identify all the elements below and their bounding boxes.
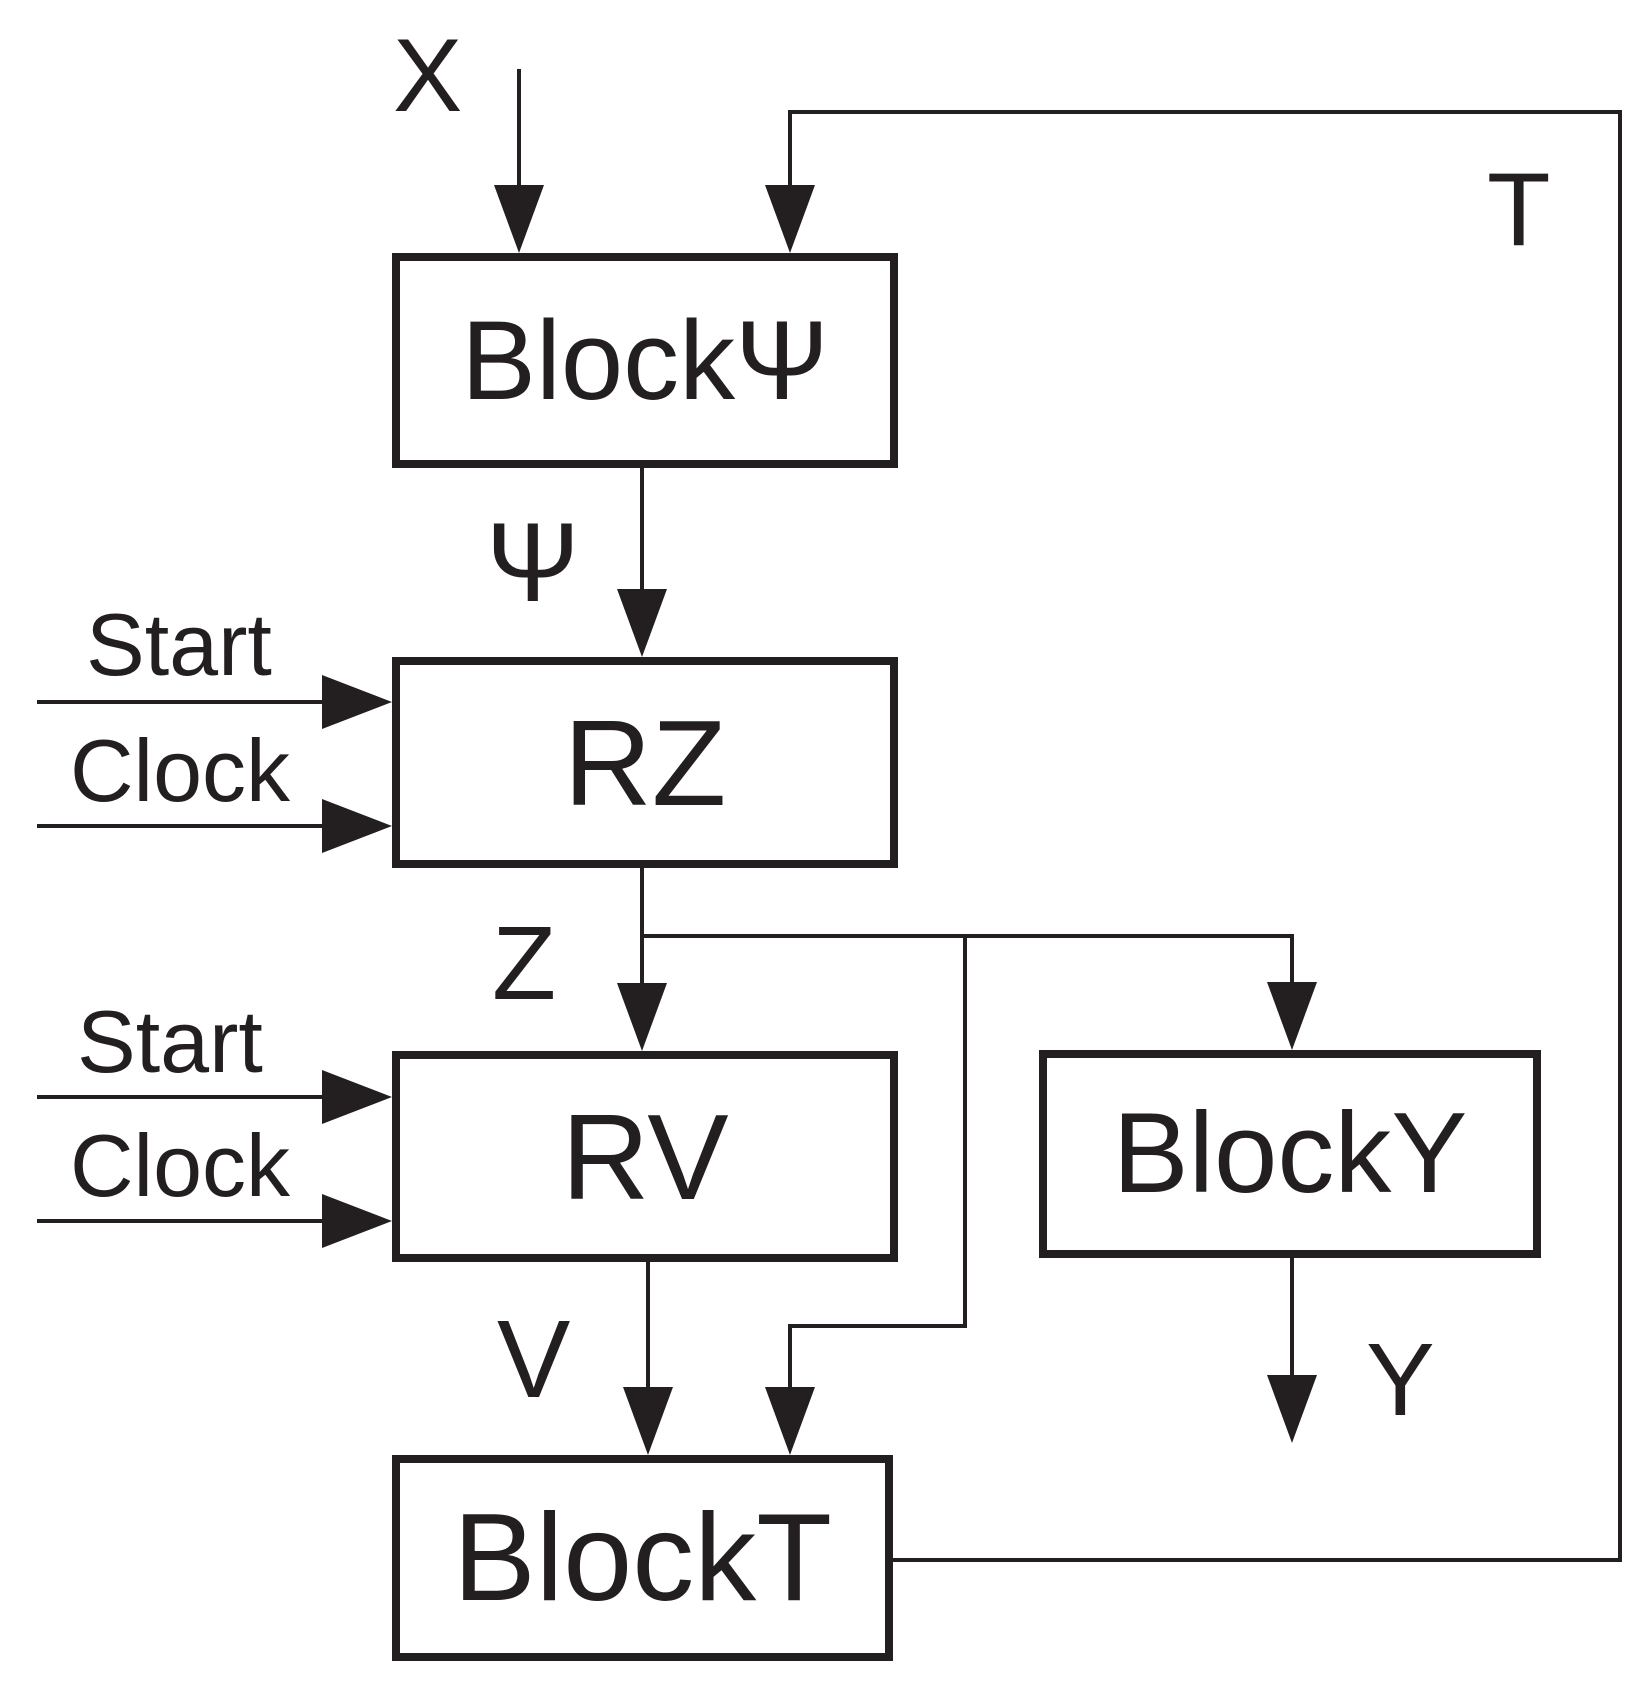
block-psi-label: BlockΨ	[461, 297, 829, 423]
connector-z-to-blockt-drop	[963, 934, 967, 1328]
arrowhead-v-into-block-t	[623, 1387, 673, 1455]
connector-t-top	[788, 110, 1622, 114]
signal-label-clock-rv: Clock	[70, 1116, 291, 1215]
arrowhead-y-output	[1267, 1375, 1317, 1443]
connector-z-branch	[640, 934, 1294, 938]
signal-label-start-rv: Start	[77, 992, 263, 1091]
signal-label-y: Y	[1366, 1322, 1435, 1437]
connector-x-input	[517, 69, 521, 189]
arrowhead-z-into-block-y	[1267, 982, 1317, 1050]
signal-label-psi: Ψ	[486, 500, 580, 625]
block-psi: BlockΨ	[392, 253, 898, 468]
arrowhead-psi-into-rz	[617, 589, 667, 657]
connector-t-drop	[788, 112, 792, 189]
connector-t-bottom	[893, 1558, 1622, 1562]
arrowhead-z-into-block-t	[765, 1387, 815, 1455]
connector-z-main	[640, 868, 644, 985]
block-t: BlockT	[392, 1455, 893, 1661]
block-rv: RV	[392, 1051, 898, 1262]
connector-clock-rz	[37, 824, 324, 828]
block-y: BlockY	[1039, 1050, 1541, 1258]
block-rv-label: RV	[561, 1088, 729, 1225]
block-rz: RZ	[392, 657, 898, 868]
arrowhead-clock-into-rz	[322, 799, 392, 853]
connector-v	[646, 1262, 650, 1389]
arrowhead-x-into-block-psi	[494, 185, 544, 253]
connector-z-to-blocky-drop	[1290, 934, 1294, 984]
connector-y-output	[1290, 1258, 1294, 1377]
signal-label-start-rz: Start	[86, 595, 272, 694]
connector-clock-rv	[37, 1219, 324, 1223]
connector-z-jog-drop	[788, 1324, 792, 1389]
signal-label-z: Z	[492, 905, 557, 1022]
block-y-label: BlockY	[1112, 1090, 1468, 1217]
block-t-label: BlockT	[453, 1489, 832, 1627]
signal-label-v: V	[497, 1298, 571, 1421]
connector-z-jog-horizontal	[788, 1324, 967, 1328]
signal-label-x: X	[393, 18, 463, 134]
arrowhead-t-into-block-psi	[765, 185, 815, 253]
arrowhead-z-into-rv	[617, 983, 667, 1051]
connector-t-right	[1618, 110, 1622, 1562]
arrowhead-start-into-rv	[322, 1070, 392, 1124]
block-rz-label: RZ	[563, 694, 727, 831]
arrowhead-start-into-rz	[322, 675, 392, 729]
connector-start-rz	[37, 700, 324, 704]
signal-label-clock-rz: Clock	[70, 721, 291, 820]
arrowhead-clock-into-rv	[322, 1194, 392, 1248]
connector-psi	[640, 468, 644, 591]
connector-start-rv	[37, 1095, 324, 1099]
signal-label-t: T	[1487, 152, 1551, 268]
